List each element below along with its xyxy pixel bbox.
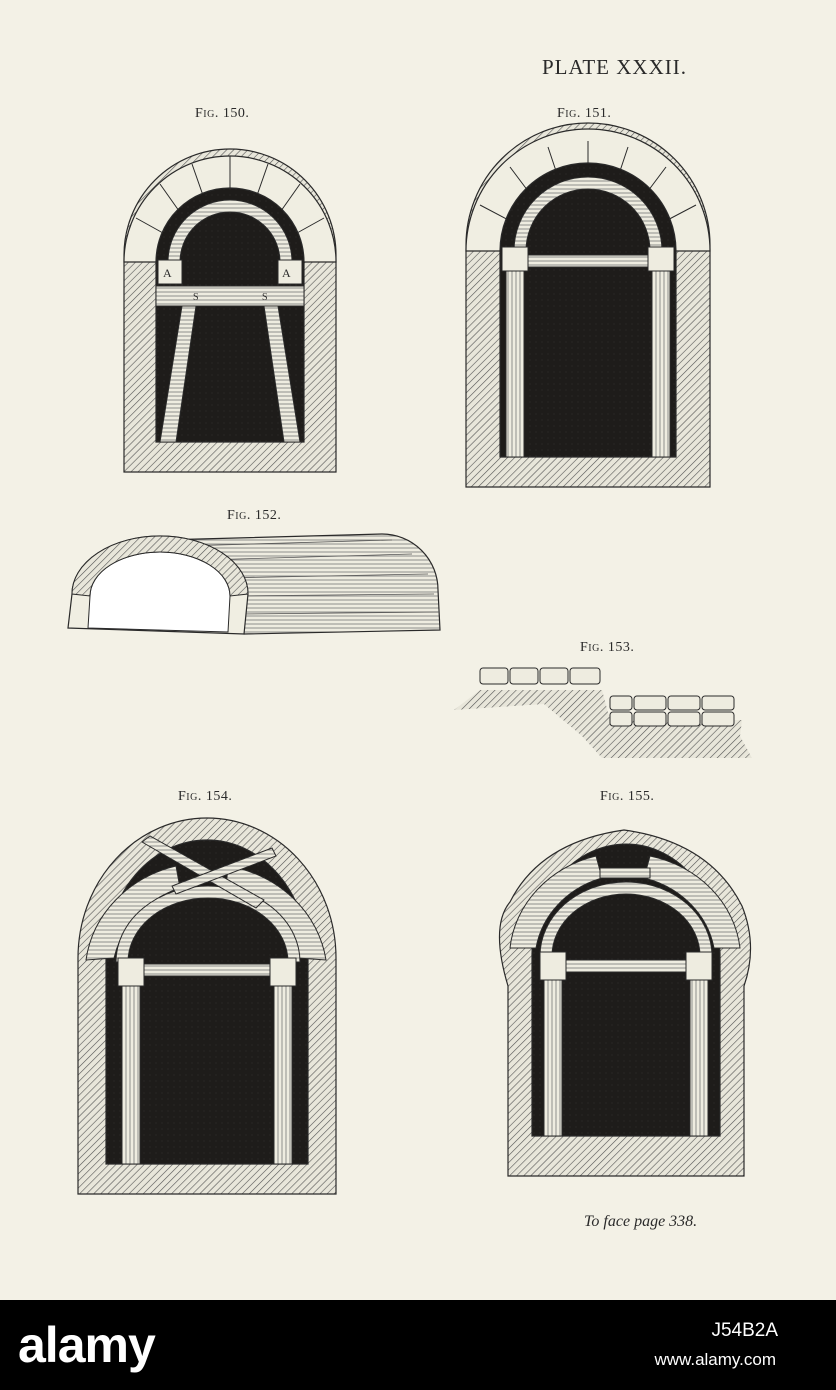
watermark-bar: alamy J54B2A www.alamy.com [0,1300,836,1390]
figure-caption-155: Fig. 155. [600,789,655,804]
figure-154-drawing [77,817,337,1195]
watermark-url: www.alamy.com [654,1350,776,1369]
figure-153-drawing [454,667,752,758]
figure-caption-152: Fig. 152. [227,508,282,523]
label-s-left: S [193,292,199,303]
figure-150-drawing: A A S S [123,148,337,473]
figure-caption-150: Fig. 150. [195,106,250,121]
plate-title: PLATE XXXII. [542,55,687,79]
figure-caption-151: Fig. 151. [557,106,612,121]
watermark-image-id: J54B2A [711,1320,778,1341]
label-a-left: A [163,266,172,280]
figure-caption-153: Fig. 153. [580,640,635,655]
figure-152-drawing [67,533,441,635]
plate-page: PLATE XXXII. Fig. 150. Fig. 151. Fig. 15… [0,0,836,1300]
figure-caption-154: Fig. 154. [178,789,233,804]
figure-151-drawing [465,122,711,488]
label-s-right: S [262,292,268,303]
label-a-right: A [282,266,291,280]
figure-155-drawing [498,829,752,1177]
page-reference-note: To face page 338. [584,1213,698,1230]
watermark-logo: alamy [18,1317,156,1373]
